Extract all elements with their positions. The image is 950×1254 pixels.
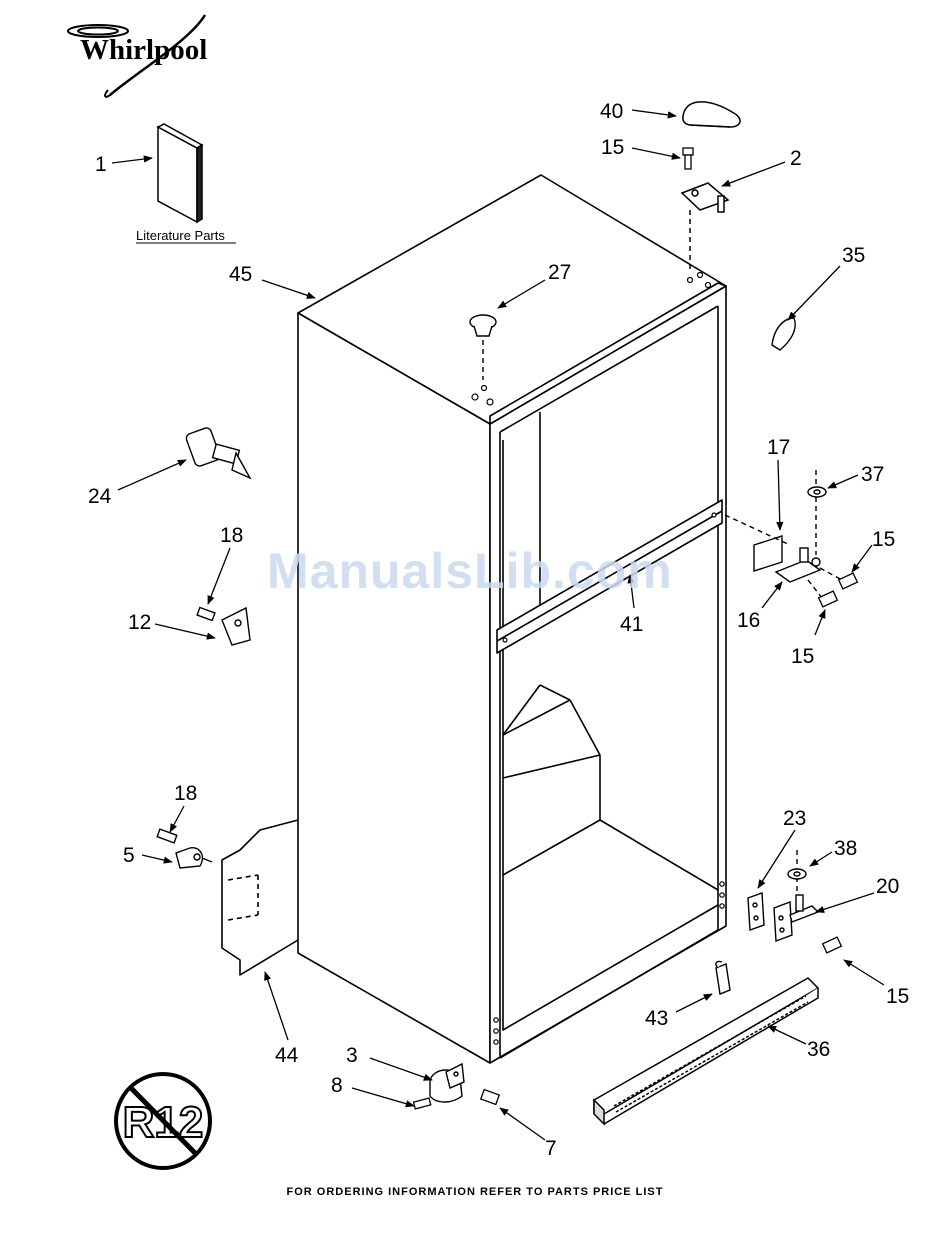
refrigerator-cabinet xyxy=(222,175,726,1063)
callout-37: 37 xyxy=(861,463,884,486)
part-15-screw-bottom xyxy=(823,937,842,953)
watermark: ManualsLib.com xyxy=(267,542,707,600)
part-12-bracket xyxy=(197,608,250,645)
callout-43: 43 xyxy=(645,1007,668,1030)
part-15-screw-top xyxy=(683,148,693,169)
callout-7: 7 xyxy=(545,1137,557,1160)
callout-36: 36 xyxy=(807,1038,830,1061)
brand-logo-text: Whirlpool xyxy=(80,34,207,67)
footer-note: FOR ORDERING INFORMATION REFER TO PARTS … xyxy=(0,1186,950,1198)
callout-44: 44 xyxy=(275,1044,299,1067)
no-r12-symbol: R12 xyxy=(116,1074,210,1168)
part-24-door-stop xyxy=(185,427,250,478)
part-38-washer xyxy=(788,869,806,879)
part-43-clip xyxy=(716,961,730,994)
callout-27: 27 xyxy=(548,261,571,284)
callout-17: 17 xyxy=(767,436,790,459)
part-37-washer xyxy=(808,487,826,497)
part-20-bottom-hinge xyxy=(774,850,818,941)
callout-40: 40 xyxy=(600,100,623,123)
part-23-spacer xyxy=(748,893,764,930)
literature-caption: Literature Parts xyxy=(136,228,225,243)
callout-38: 38 xyxy=(834,837,857,860)
callout-16: 16 xyxy=(737,609,760,632)
callout-45: 45 xyxy=(229,263,252,286)
part-2-top-hinge xyxy=(682,183,728,270)
callout-20: 20 xyxy=(876,875,899,898)
literature-book xyxy=(158,124,202,222)
part-35-clip xyxy=(772,318,795,350)
callout-15-lower: 15 xyxy=(791,645,814,668)
callout-41: 41 xyxy=(620,613,643,636)
part-8-screw xyxy=(413,1098,430,1109)
callout-8: 8 xyxy=(331,1074,343,1097)
part-5-clamp xyxy=(157,829,212,868)
part-3-bracket xyxy=(430,1064,464,1102)
part-36-grille xyxy=(594,978,818,1124)
callout-15-right: 15 xyxy=(872,528,895,551)
part-40-cap xyxy=(683,102,740,127)
callout-12: 12 xyxy=(128,611,151,634)
callout-5: 5 xyxy=(123,844,135,867)
callout-18-upper: 18 xyxy=(220,524,243,547)
callout-15-top: 15 xyxy=(601,136,624,159)
callout-1: 1 xyxy=(95,153,107,176)
callout-2: 2 xyxy=(790,147,802,170)
callout-23: 23 xyxy=(783,807,806,830)
callout-18-lower: 18 xyxy=(174,782,197,805)
callout-35: 35 xyxy=(842,244,865,267)
part-7-screw xyxy=(481,1090,499,1105)
callout-3: 3 xyxy=(346,1044,358,1067)
callout-15-bottom: 15 xyxy=(886,985,909,1008)
callout-24: 24 xyxy=(88,485,112,508)
